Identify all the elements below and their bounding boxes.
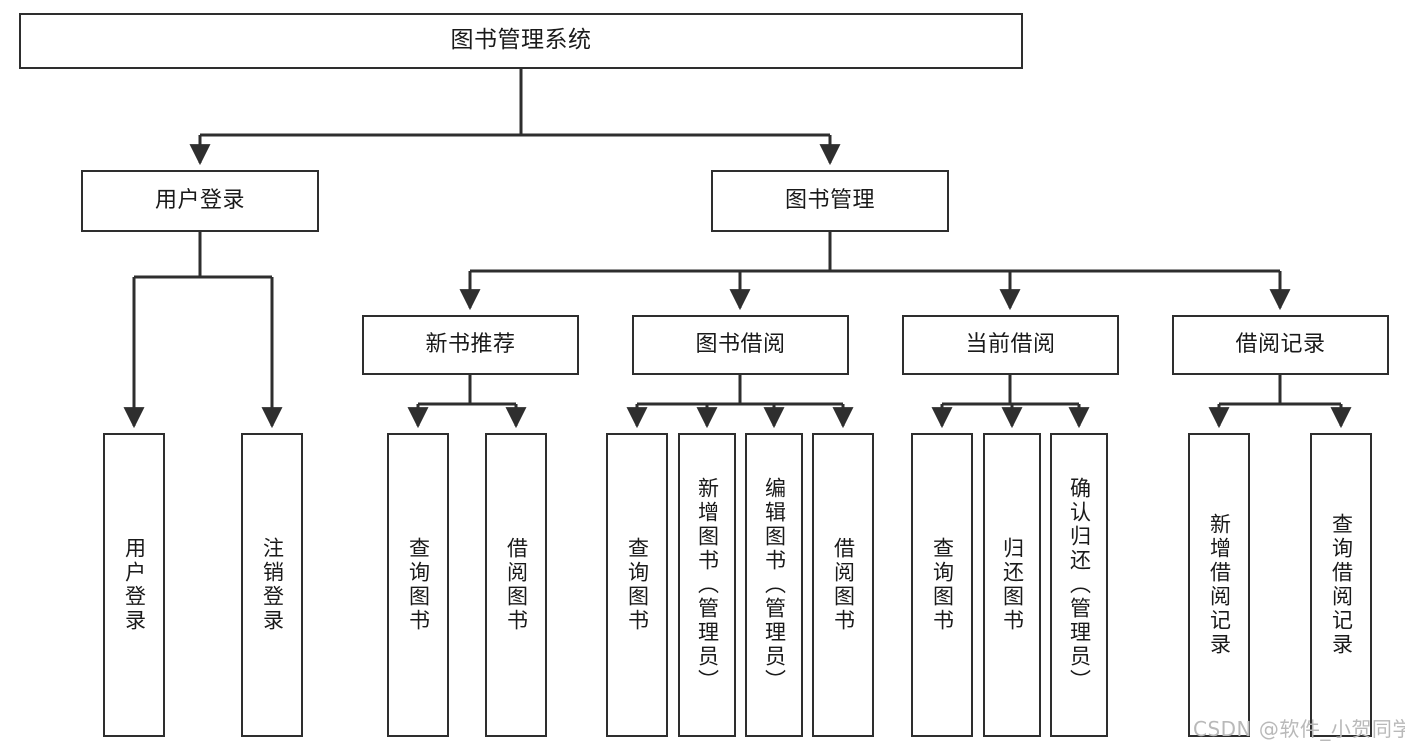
node-leaf-query-record[interactable]: 查询借阅记录 bbox=[1310, 433, 1372, 737]
node-leaf-user-logout[interactable]: 注销登录 bbox=[241, 433, 303, 737]
node-leaf-confirm-return-label: 确认归还（管理员） bbox=[1067, 477, 1092, 693]
node-book-manage-label: 图书管理 bbox=[784, 187, 875, 213]
node-leaf-add-record-label: 新增借阅记录 bbox=[1207, 513, 1232, 657]
node-leaf-return-book-label: 归还图书 bbox=[1000, 537, 1025, 633]
node-leaf-borrow-book-2-label: 借阅图书 bbox=[831, 537, 856, 633]
node-root-label: 图书管理系统 bbox=[450, 27, 592, 54]
node-user-login-label: 用户登录 bbox=[154, 187, 245, 213]
node-leaf-edit-book[interactable]: 编辑图书（管理员） bbox=[745, 433, 803, 737]
node-leaf-query-book-3[interactable]: 查询图书 bbox=[911, 433, 973, 737]
node-book-manage[interactable]: 图书管理 bbox=[711, 170, 949, 232]
node-leaf-borrow-book-1[interactable]: 借阅图书 bbox=[485, 433, 547, 737]
node-book-borrow[interactable]: 图书借阅 bbox=[632, 315, 849, 375]
node-borrow-record[interactable]: 借阅记录 bbox=[1172, 315, 1389, 375]
node-leaf-add-book[interactable]: 新增图书（管理员） bbox=[678, 433, 736, 737]
node-current-borrow-label: 当前借阅 bbox=[965, 331, 1056, 357]
node-leaf-add-record[interactable]: 新增借阅记录 bbox=[1188, 433, 1250, 737]
node-leaf-query-book-2[interactable]: 查询图书 bbox=[606, 433, 668, 737]
node-leaf-return-book[interactable]: 归还图书 bbox=[983, 433, 1041, 737]
node-leaf-confirm-return[interactable]: 确认归还（管理员） bbox=[1050, 433, 1108, 737]
node-leaf-add-book-label: 新增图书（管理员） bbox=[695, 477, 720, 693]
node-leaf-borrow-book-1-label: 借阅图书 bbox=[504, 537, 529, 633]
node-leaf-user-logout-label: 注销登录 bbox=[260, 537, 285, 633]
node-leaf-query-book-3-label: 查询图书 bbox=[930, 537, 955, 633]
node-new-book-recommend-label: 新书推荐 bbox=[425, 331, 516, 357]
node-book-borrow-label: 图书借阅 bbox=[695, 331, 786, 357]
node-leaf-query-record-label: 查询借阅记录 bbox=[1329, 513, 1354, 657]
node-leaf-edit-book-label: 编辑图书（管理员） bbox=[762, 477, 787, 693]
node-user-login[interactable]: 用户登录 bbox=[81, 170, 319, 232]
node-leaf-user-login[interactable]: 用户登录 bbox=[103, 433, 165, 737]
csdn-watermark: CSDN @软件_小贺同学 bbox=[1193, 717, 1405, 741]
node-leaf-query-book-2-label: 查询图书 bbox=[625, 537, 650, 633]
node-root[interactable]: 图书管理系统 bbox=[19, 13, 1023, 69]
node-borrow-record-label: 借阅记录 bbox=[1235, 331, 1326, 357]
node-leaf-borrow-book-2[interactable]: 借阅图书 bbox=[812, 433, 874, 737]
node-leaf-user-login-label: 用户登录 bbox=[122, 537, 147, 633]
node-leaf-query-book-1-label: 查询图书 bbox=[406, 537, 431, 633]
node-new-book-recommend[interactable]: 新书推荐 bbox=[362, 315, 579, 375]
node-current-borrow[interactable]: 当前借阅 bbox=[902, 315, 1119, 375]
node-leaf-query-book-1[interactable]: 查询图书 bbox=[387, 433, 449, 737]
